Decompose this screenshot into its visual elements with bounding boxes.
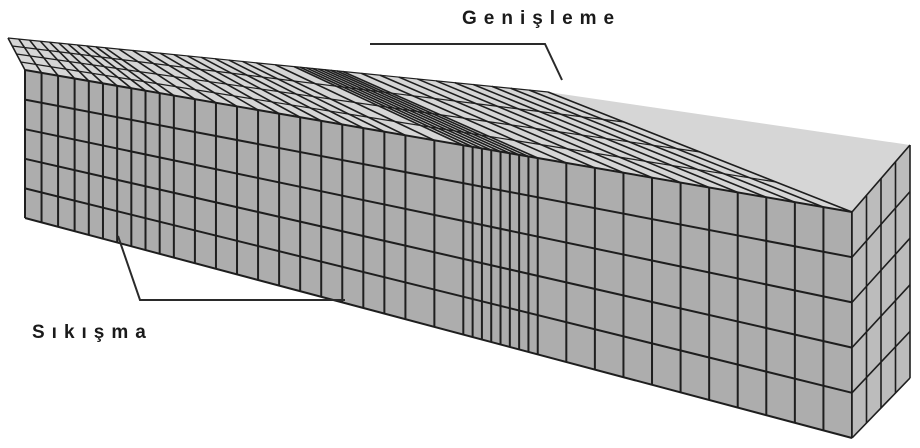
expansion-leader-line bbox=[370, 44, 562, 80]
expansion-label: Genişleme bbox=[462, 8, 621, 30]
compression-label: Sıkışma bbox=[32, 322, 153, 344]
